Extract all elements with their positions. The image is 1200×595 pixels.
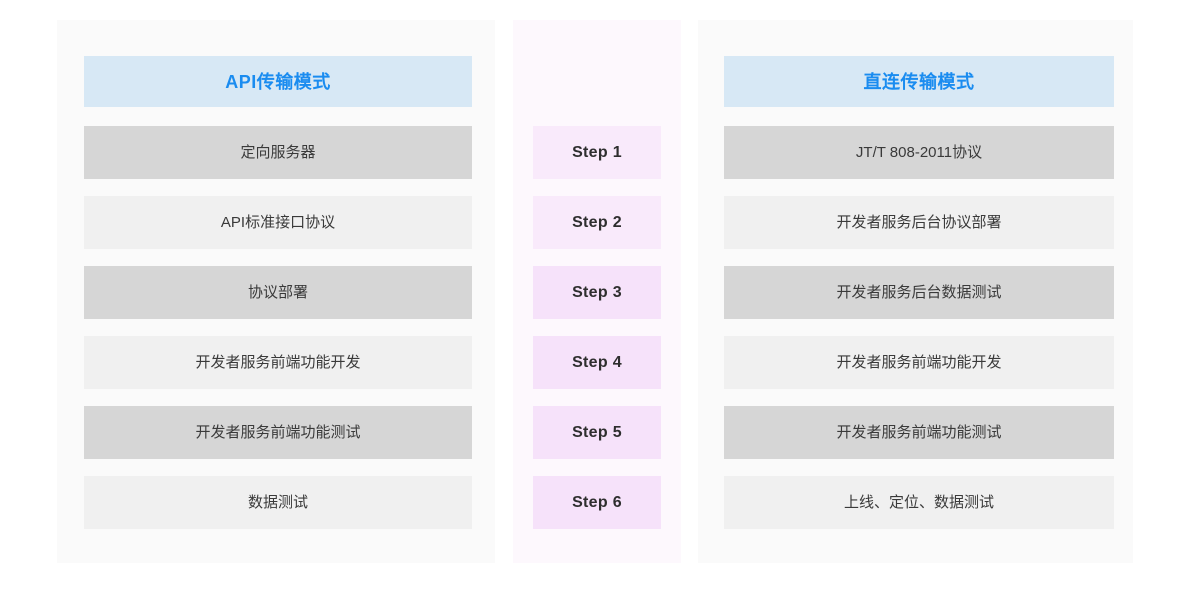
direct-step-row-4: 开发者服务前端功能开发 bbox=[724, 336, 1114, 389]
step-chip-3-label: Step 3 bbox=[572, 283, 622, 301]
direct-step-row-5: 开发者服务前端功能测试 bbox=[724, 406, 1114, 459]
api-step-row-5-label: 开发者服务前端功能测试 bbox=[195, 424, 361, 441]
step-header-spacer bbox=[533, 56, 661, 107]
api-step-row-3: 协议部署 bbox=[84, 266, 472, 319]
step-chip-4-label: Step 4 bbox=[572, 353, 622, 371]
direct-mode-header: 直连传输模式 bbox=[724, 56, 1114, 107]
step-chip-4: Step 4 bbox=[533, 336, 661, 389]
step-chip-2-label: Step 2 bbox=[572, 213, 622, 231]
step-chip-3: Step 3 bbox=[533, 266, 661, 319]
step-chip-5-label: Step 5 bbox=[572, 423, 622, 441]
direct-mode-panel: 直连传输模式 JT/T 808-2011协议 开发者服务后台协议部署 开发者服务… bbox=[698, 20, 1133, 563]
direct-step-row-6: 上线、定位、数据测试 bbox=[724, 476, 1114, 529]
api-step-row-2-label: API标准接口协议 bbox=[220, 214, 336, 231]
step-chip-1-label: Step 1 bbox=[572, 143, 622, 161]
direct-step-row-4-label: 开发者服务前端功能开发 bbox=[836, 354, 1002, 371]
direct-step-row-1-label: JT/T 808-2011协议 bbox=[855, 144, 983, 161]
api-step-row-1: 定向服务器 bbox=[84, 126, 472, 179]
step-chip-5: Step 5 bbox=[533, 406, 661, 459]
step-index-column: Step 1 Step 2 Step 3 Step 4 Step 5 Step … bbox=[533, 56, 661, 529]
direct-step-row-5-label: 开发者服务前端功能测试 bbox=[836, 424, 1002, 441]
direct-step-row-2-label: 开发者服务后台协议部署 bbox=[836, 214, 1002, 231]
api-step-row-5: 开发者服务前端功能测试 bbox=[84, 406, 472, 459]
direct-mode-header-label: 直连传输模式 bbox=[863, 71, 975, 92]
step-chip-2: Step 2 bbox=[533, 196, 661, 249]
api-step-row-1-label: 定向服务器 bbox=[240, 144, 316, 161]
step-index-panel: Step 1 Step 2 Step 3 Step 4 Step 5 Step … bbox=[513, 20, 681, 563]
api-mode-column: API传输模式 定向服务器 API标准接口协议 协议部署 开发者服务前端功能开发… bbox=[84, 56, 472, 529]
step-chip-6: Step 6 bbox=[533, 476, 661, 529]
api-step-row-4: 开发者服务前端功能开发 bbox=[84, 336, 472, 389]
direct-step-row-1: JT/T 808-2011协议 bbox=[724, 126, 1114, 179]
direct-step-row-3-label: 开发者服务后台数据测试 bbox=[836, 284, 1002, 301]
api-step-row-6-label: 数据测试 bbox=[247, 494, 308, 511]
step-chip-1: Step 1 bbox=[533, 126, 661, 179]
api-step-row-4-label: 开发者服务前端功能开发 bbox=[195, 354, 361, 371]
api-step-row-2: API标准接口协议 bbox=[84, 196, 472, 249]
step-chip-6-label: Step 6 bbox=[572, 493, 622, 511]
direct-step-row-6-label: 上线、定位、数据测试 bbox=[843, 494, 994, 511]
api-step-row-3-label: 协议部署 bbox=[247, 284, 308, 301]
api-mode-header: API传输模式 bbox=[84, 56, 472, 107]
api-mode-header-label: API传输模式 bbox=[225, 71, 331, 92]
direct-step-row-3: 开发者服务后台数据测试 bbox=[724, 266, 1114, 319]
api-step-row-6: 数据测试 bbox=[84, 476, 472, 529]
direct-step-row-2: 开发者服务后台协议部署 bbox=[724, 196, 1114, 249]
direct-mode-column: 直连传输模式 JT/T 808-2011协议 开发者服务后台协议部署 开发者服务… bbox=[724, 56, 1114, 529]
api-mode-panel: API传输模式 定向服务器 API标准接口协议 协议部署 开发者服务前端功能开发… bbox=[57, 20, 495, 563]
